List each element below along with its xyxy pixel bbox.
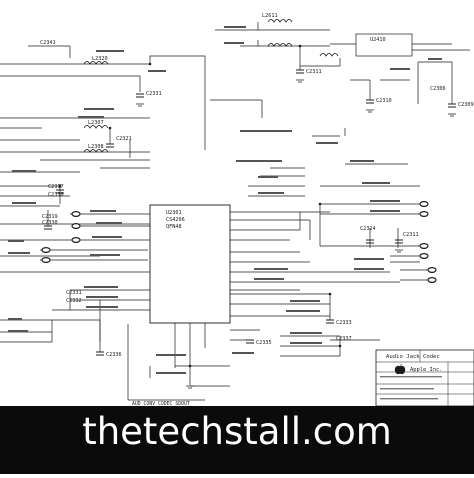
ref-c-mid1: C2331 bbox=[146, 91, 162, 97]
ref-c-dr1: C2324 bbox=[360, 226, 376, 232]
ref-cap-f: C2332 bbox=[66, 298, 82, 304]
ref-c-low2: C2336 bbox=[106, 352, 122, 358]
ref-c-right1: C2311 bbox=[306, 69, 322, 75]
ref-c-low1: C2337 bbox=[336, 336, 352, 342]
title-block-company: Apple Inc. bbox=[410, 367, 442, 373]
watermark-text: thetechstall.com bbox=[82, 410, 392, 453]
chip-ref: U2301 bbox=[166, 210, 182, 216]
ref-c-dr2: C2311 bbox=[403, 232, 419, 238]
apple-logo-icon bbox=[394, 364, 406, 375]
ref-cap-g: C2333 bbox=[336, 320, 352, 326]
bottom-net-label: AUD_CONV_CODEC_SDOUT bbox=[132, 401, 190, 407]
ref-l-left-b: L2308 bbox=[88, 144, 104, 150]
ref-cap-d: C2330 bbox=[42, 220, 58, 226]
ref-cap-h: C2335 bbox=[256, 340, 272, 346]
ref-c-right3: C2306 bbox=[430, 86, 446, 92]
ref-l-left-a: L2307 bbox=[88, 120, 104, 126]
ref-c-top-left: C2341 bbox=[40, 40, 56, 46]
ref-cap-c: C2319 bbox=[42, 214, 58, 220]
watermark-banner bbox=[0, 406, 474, 474]
ref-cap-b: C2318 bbox=[48, 192, 64, 198]
ref-c-right2: C2310 bbox=[376, 98, 392, 104]
chip-pkg: QFN48 bbox=[166, 224, 182, 230]
ref-l-mid: L2320 bbox=[92, 56, 108, 62]
ref-c-rr: C2309 bbox=[458, 102, 474, 108]
ref-c-mid2: C2321 bbox=[116, 136, 132, 142]
ref-cap-e: C2331 bbox=[66, 290, 82, 296]
title-block-title: Audio Jack Codec bbox=[386, 354, 440, 360]
ref-reg-title: U2410 bbox=[370, 37, 386, 43]
ref-cap-a: C2317 bbox=[48, 184, 64, 190]
ref-l-top1: L2611 bbox=[262, 13, 278, 19]
chip-part: CS4206 bbox=[166, 217, 185, 223]
title-block: Audio Jack Codec Apple Inc. bbox=[375, 349, 474, 407]
